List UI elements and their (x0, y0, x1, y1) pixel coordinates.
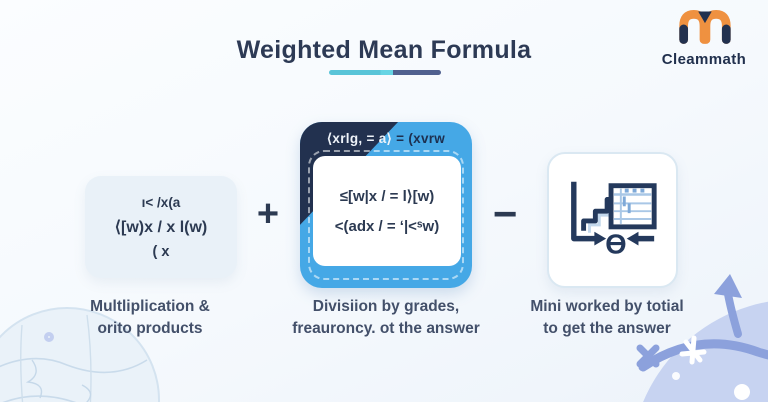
total-step-card: Ɵ (547, 152, 678, 288)
caption-line: Divisiion by grades, (312, 298, 460, 315)
formula-line: ≤[w|x / = l⟩[w) (339, 188, 435, 205)
brand-m-icon (679, 10, 731, 44)
multiplication-step-card: ı< /x(a ⟨[w)x / x l(w) ( x (85, 176, 237, 278)
formula-header: ⟨xrlg, = a⟩ = (xvrw (300, 122, 472, 155)
caption-line: to get the answer (543, 319, 671, 337)
formula-line: <(adx / = ʻ|<ˢw) (334, 218, 440, 235)
division-caption: Divisiion by grades, freauroncy. ot the … (282, 296, 490, 339)
formula-panel: ≤[w|x / = l⟩[w) <(adx / = ʻ|<ˢw) (313, 156, 461, 266)
multiplication-caption: Multliplication & orito products (58, 296, 242, 339)
ring-decoration (44, 332, 54, 342)
page-title: Weighted Mean Formula (236, 36, 532, 64)
caption-line: orito products (97, 319, 203, 337)
table-arrows-icon: Ɵ (570, 181, 657, 259)
brand-logo: Cleammath (652, 7, 756, 68)
formula-line: ( x (152, 243, 170, 260)
caption-line: Multliplication & (90, 298, 210, 315)
formula-line: ⟨[w)x / x l(w) (114, 218, 208, 236)
formula-header-left: ⟨xrlg, = a⟩ (326, 130, 393, 146)
formula-line: ı< /x(a (141, 194, 181, 210)
title-underline (329, 70, 441, 75)
division-step-card: ⟨xrlg, = a⟩ = (xvrw ≤[w|x / = l⟩[w) <(ad… (300, 122, 472, 288)
minus-operator: − (492, 190, 518, 237)
caption-line: Mini worked by totial (530, 298, 684, 315)
total-caption: Mini worked by totial to get the answer (515, 296, 699, 339)
caption-line: freauroncy. ot the answer (292, 319, 480, 337)
plus-operator: + (256, 193, 280, 235)
formula-header-right: = (xvrw (396, 131, 446, 146)
theta-glyph: Ɵ (605, 228, 626, 259)
brand-name: Cleammath (661, 51, 747, 68)
dashed-border-decoration (308, 150, 464, 280)
